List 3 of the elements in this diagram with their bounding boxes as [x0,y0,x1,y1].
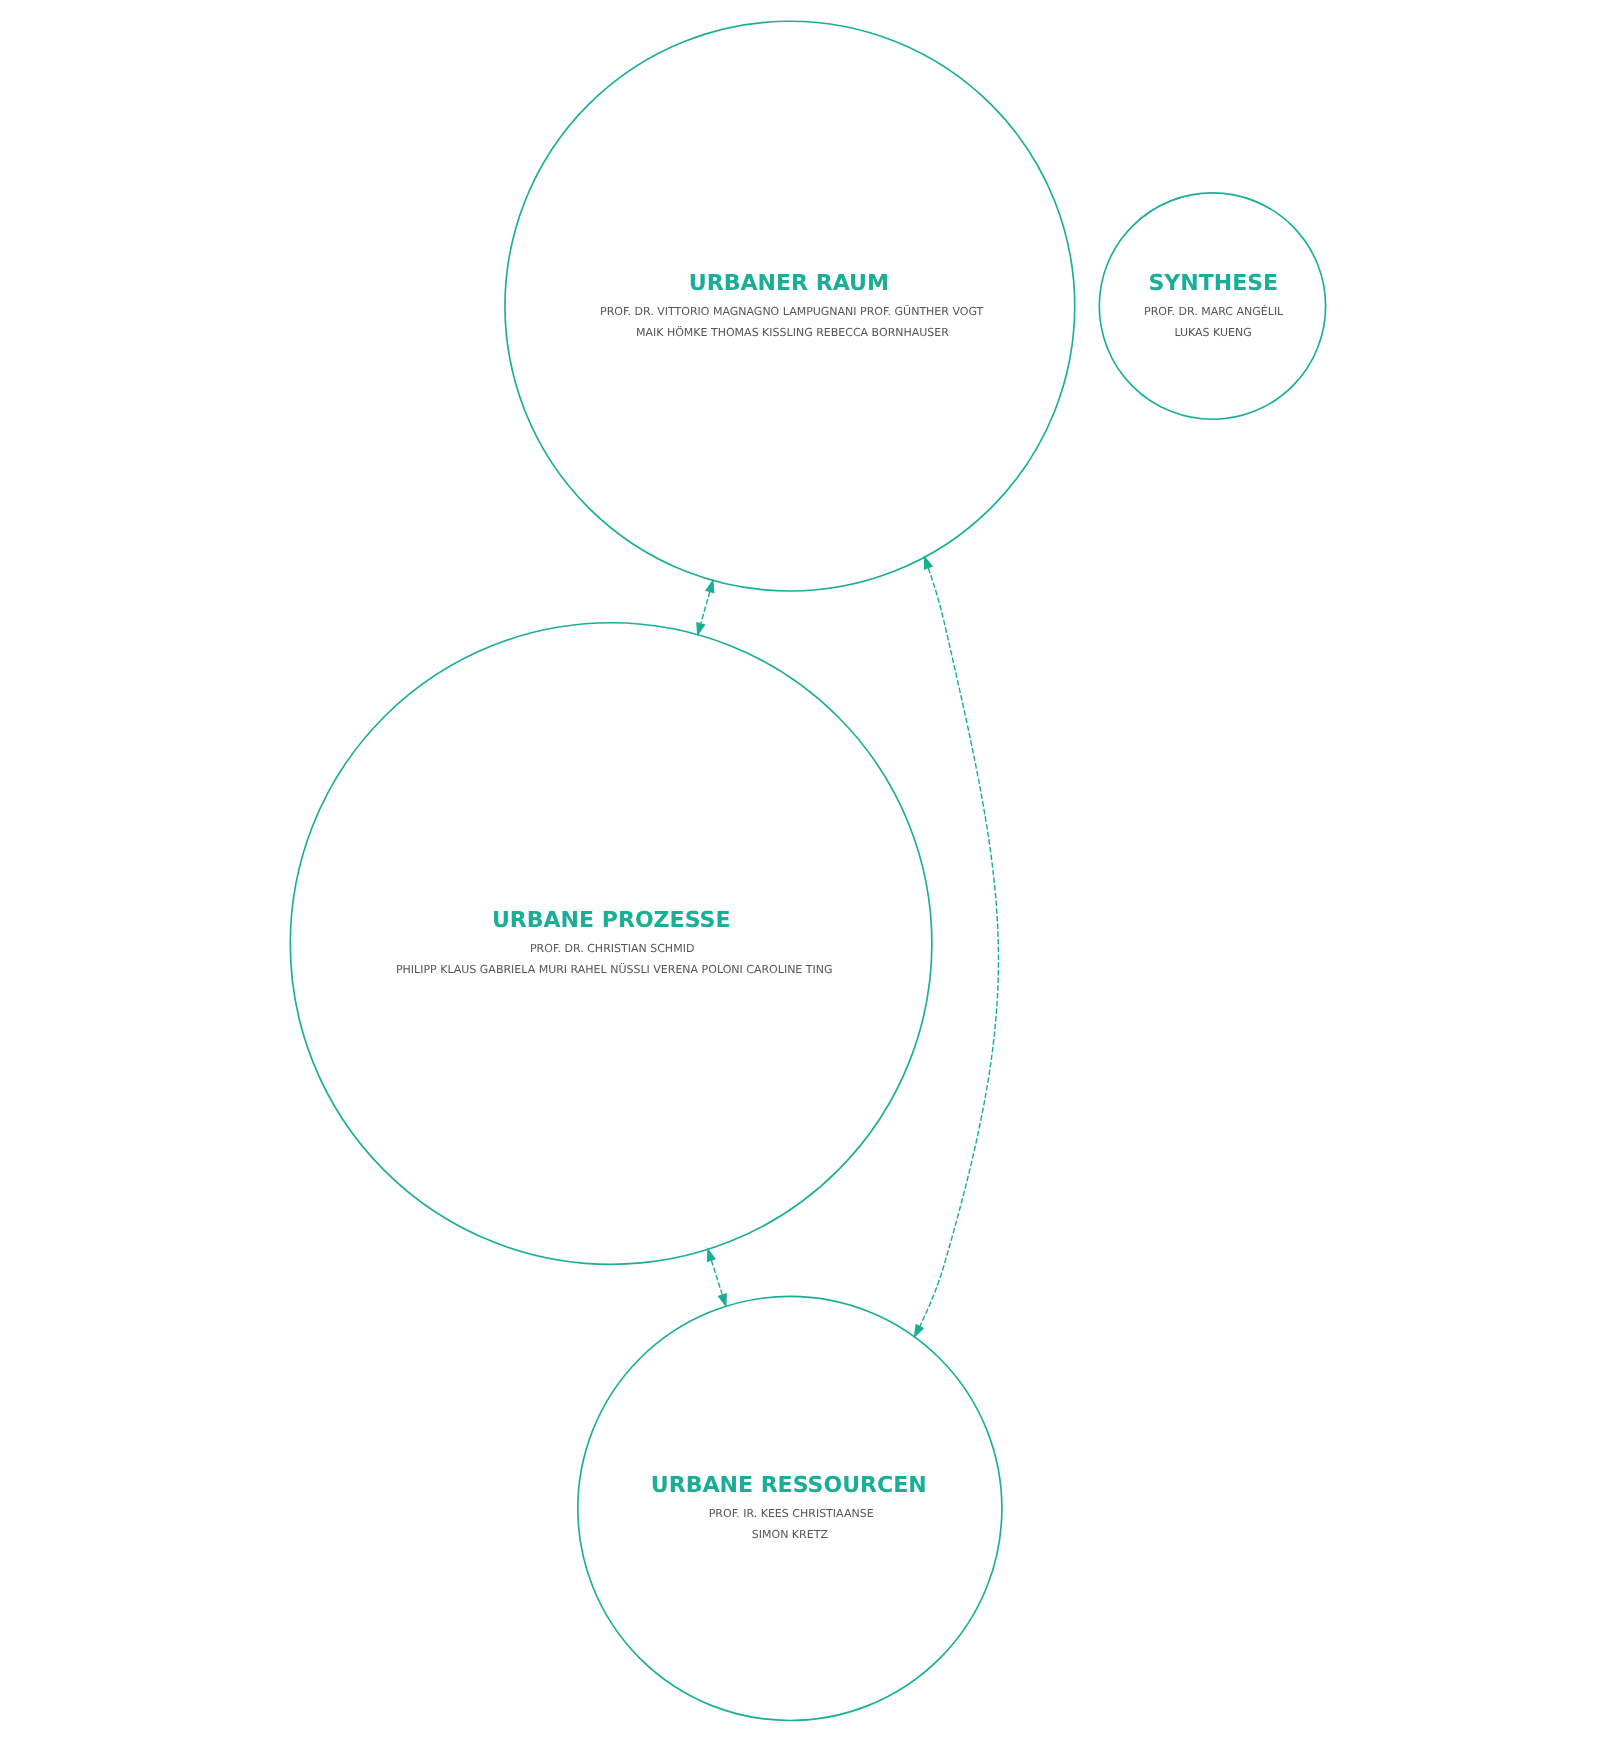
arrow [695,578,714,637]
arrow [705,1247,726,1308]
arrow [912,555,998,1339]
